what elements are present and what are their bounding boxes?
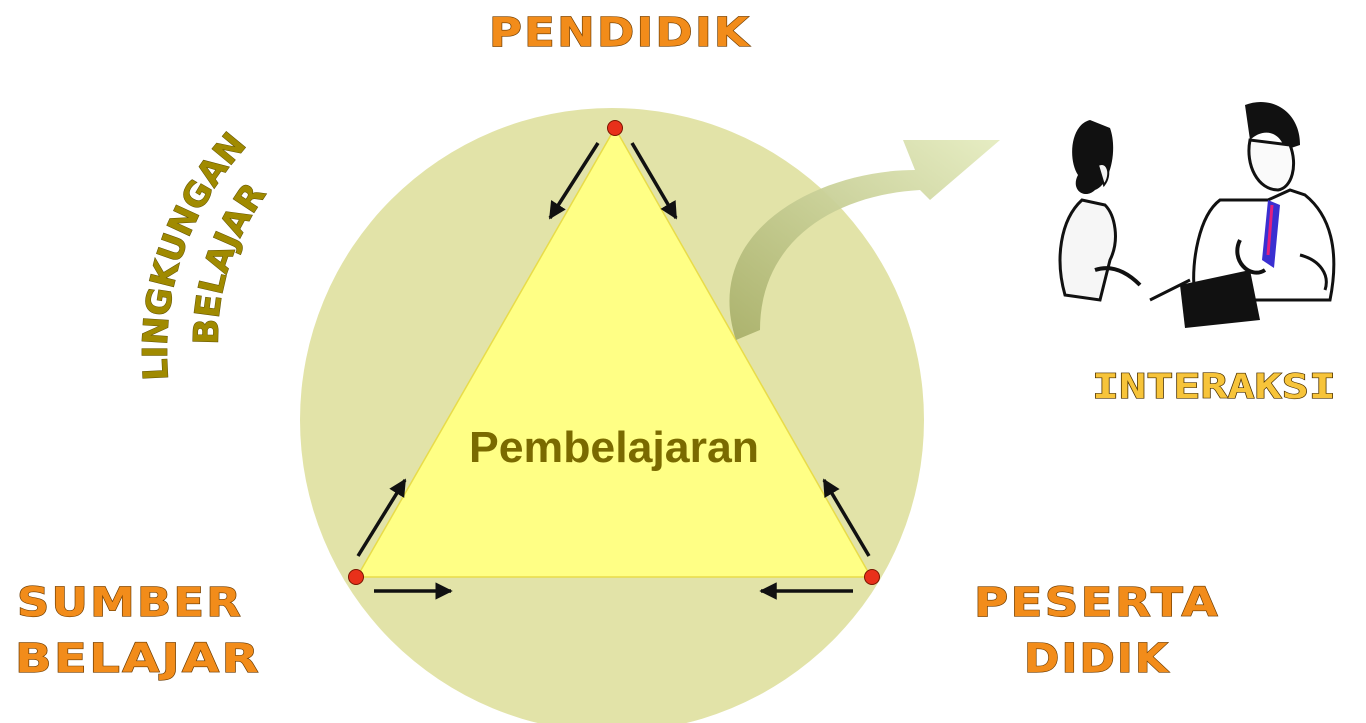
arrow-top-left <box>548 142 600 220</box>
vertex-dot-right <box>864 569 880 585</box>
arrow-right-up <box>822 478 871 557</box>
right-vertex-label-line2: DIDIK <box>1024 636 1170 682</box>
arrow-left-up <box>356 478 407 557</box>
top-vertex-label: PENDIDIK <box>489 10 751 56</box>
learning-triangle <box>355 126 873 578</box>
vertex-dot-top <box>607 120 623 136</box>
center-label: Pembelajaran <box>469 423 759 472</box>
interaction-label: INTERAKSI <box>1092 367 1336 407</box>
right-vertex-label-line1: PESERTA <box>974 580 1220 626</box>
left-vertex-label-line1: SUMBER <box>17 580 243 626</box>
arrow-top-right <box>630 142 678 220</box>
left-vertex-label-line2: BELAJAR <box>15 636 261 682</box>
vertex-dot-left <box>348 569 364 585</box>
interaction-curved-arrow <box>729 140 1000 340</box>
interaction-illustration <box>1040 90 1366 350</box>
